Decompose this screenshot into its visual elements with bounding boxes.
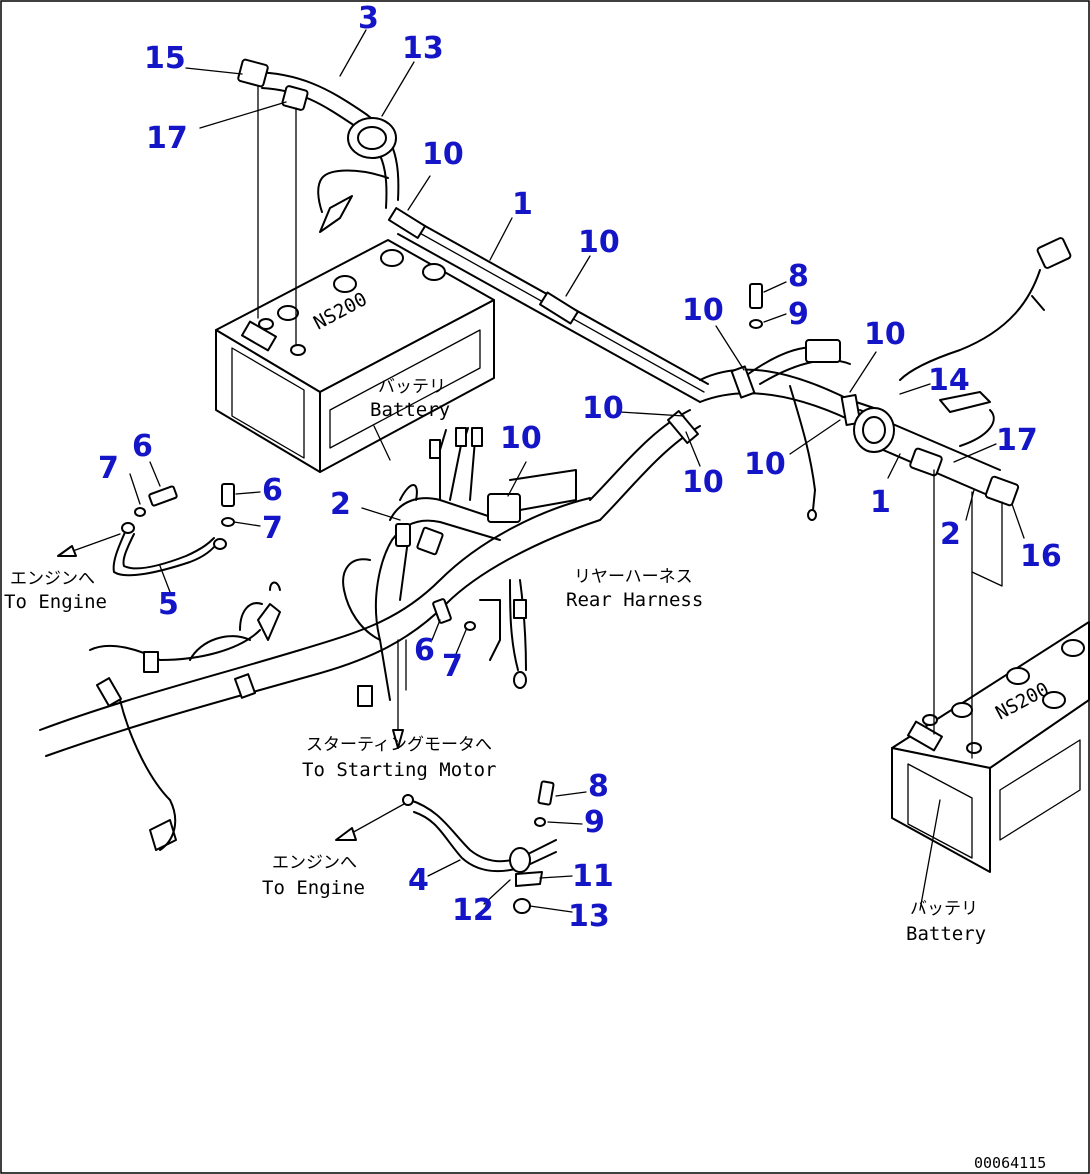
- cable-4: [335, 780, 557, 914]
- callout-14: 14: [928, 363, 970, 398]
- callout-numbers: 3 13 15 17 10 1 10 8 9 10 10 14 10 10 17…: [98, 1, 1062, 934]
- callout-8-upper: 8: [788, 259, 809, 294]
- starting-motor-label-jp: スターティングモータへ: [306, 735, 492, 755]
- battery-label-upper-jp: バッテリ: [378, 377, 446, 397]
- cable-5: [57, 483, 235, 577]
- callout-13-lower: 13: [568, 899, 610, 934]
- ground-cable: [317, 169, 389, 213]
- battery-lower-right: NS200: [891, 621, 1090, 873]
- to-engine-left-en: To Engine: [4, 591, 107, 613]
- battery-label-lower-en: Battery: [906, 923, 986, 945]
- callout-15: 15: [144, 41, 186, 76]
- callout-4: 4: [408, 863, 429, 898]
- callout-10-e: 10: [582, 391, 624, 426]
- callout-10-c: 10: [682, 293, 724, 328]
- to-engine-lower-en: To Engine: [262, 877, 365, 899]
- callout-9-lower: 9: [584, 805, 605, 840]
- callout-10-g: 10: [744, 447, 786, 482]
- callout-1-upper: 1: [512, 187, 533, 222]
- callout-7-mid: 7: [262, 511, 283, 546]
- callout-11: 11: [572, 859, 614, 894]
- callout-10-a: 10: [422, 137, 464, 172]
- bolt-6-washer-7-center: [432, 598, 476, 631]
- battery-upper-left: NS200: [215, 239, 495, 473]
- callout-12: 12: [452, 893, 494, 928]
- callout-6-center: 6: [414, 633, 435, 668]
- rear-harness-junction: [589, 339, 881, 521]
- callout-13-upper: 13: [402, 31, 444, 66]
- drawing-code: 00064115: [974, 1154, 1046, 1172]
- callout-1-right: 1: [870, 485, 891, 520]
- callout-8-lower: 8: [588, 769, 609, 804]
- callout-6-left: 6: [132, 429, 153, 464]
- rear-harness-branches: [342, 427, 577, 701]
- battery-label-upper-en: Battery: [370, 399, 450, 421]
- connector-upper-right: [899, 237, 1072, 447]
- leader-lines: [129, 29, 1025, 913]
- battery-cable-3: [237, 58, 400, 345]
- callout-9-upper: 9: [788, 297, 809, 332]
- ground-terminal: [319, 195, 353, 233]
- rear-harness-label-en: Rear Harness: [566, 589, 703, 611]
- callout-16: 16: [1020, 539, 1062, 574]
- starting-motor-arrow-head: [392, 729, 404, 749]
- callout-7-left: 7: [98, 451, 119, 486]
- callout-10-f: 10: [500, 421, 542, 456]
- callout-17-right: 17: [996, 423, 1038, 458]
- harness-1-right: [853, 407, 1020, 759]
- harness-1-upper: [387, 207, 709, 403]
- callout-10-h: 10: [682, 465, 724, 500]
- text-labels: バッテリ Battery バッテリ Battery エンジンへ To Engin…: [4, 377, 1046, 1172]
- starting-motor-label-en: To Starting Motor: [302, 759, 496, 781]
- rear-harness-label-jp: リヤーハーネス: [574, 567, 693, 587]
- to-engine-lower-jp: エンジンへ: [272, 853, 357, 873]
- callout-10-b: 10: [578, 225, 620, 260]
- callout-10-d: 10: [864, 317, 906, 352]
- callout-17-left: 17: [146, 121, 188, 156]
- bolt-8-washer-9-upper: [749, 283, 763, 329]
- callout-2-right: 2: [940, 517, 961, 552]
- callout-2-left: 2: [330, 487, 351, 522]
- battery-label-lower-jp: バッテリ: [910, 899, 978, 919]
- callout-6-mid: 6: [262, 473, 283, 508]
- callout-7-center: 7: [442, 649, 463, 684]
- main-harness-lower: [39, 497, 601, 851]
- callout-5: 5: [158, 587, 179, 622]
- to-engine-left-jp: エンジンへ: [10, 569, 95, 589]
- callout-3: 3: [358, 1, 379, 36]
